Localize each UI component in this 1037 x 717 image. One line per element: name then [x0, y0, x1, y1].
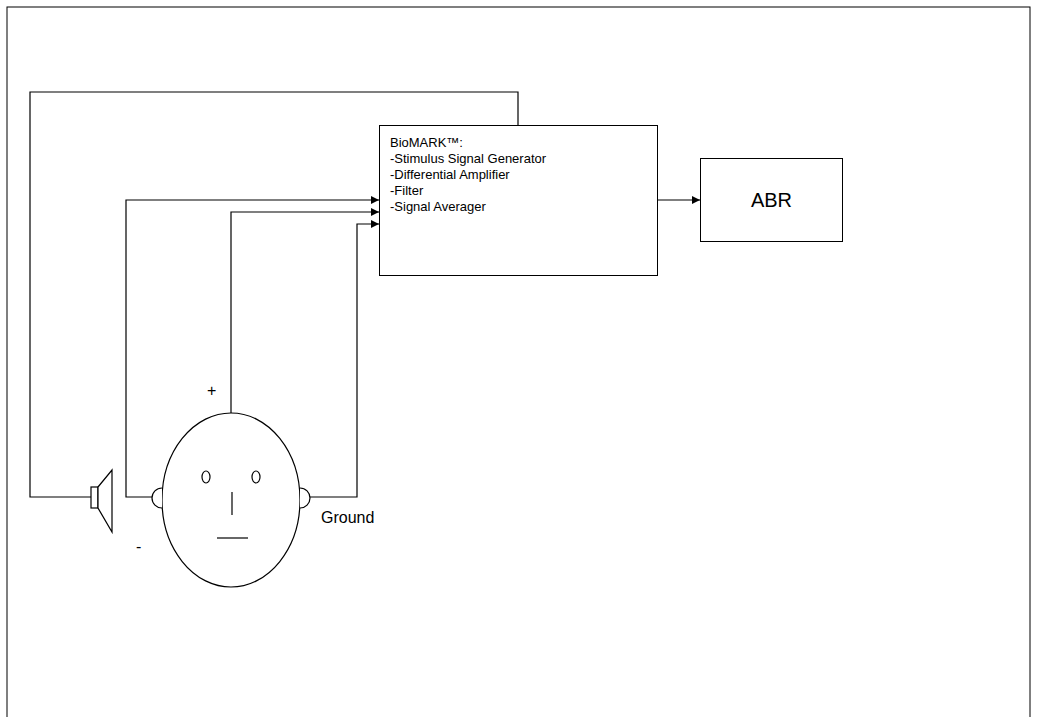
head-figure: [152, 413, 310, 587]
electrode-sign: +: [206, 382, 217, 400]
box-title: ABR: [751, 188, 792, 212]
box-item: -Stimulus Signal Generator: [390, 151, 546, 167]
frame: [7, 7, 1030, 717]
signal-arrow: [658, 199, 700, 200]
electrode-sign: -: [135, 538, 142, 556]
output-box: ABR: [700, 158, 843, 242]
box-item: -Differential Amplifier: [390, 167, 546, 183]
box-title: BioMARK™:: [390, 135, 546, 151]
box-item: -Signal Averager: [390, 199, 546, 215]
box-item: -Filter: [390, 183, 546, 199]
speaker-symbol: [91, 470, 112, 532]
processor-box: BioMARK™:-Stimulus Signal Generator-Diff…: [379, 125, 658, 276]
electrode-label: Ground: [320, 509, 375, 527]
electrode-wire: [126, 200, 379, 497]
electrode-wire: [310, 224, 379, 497]
